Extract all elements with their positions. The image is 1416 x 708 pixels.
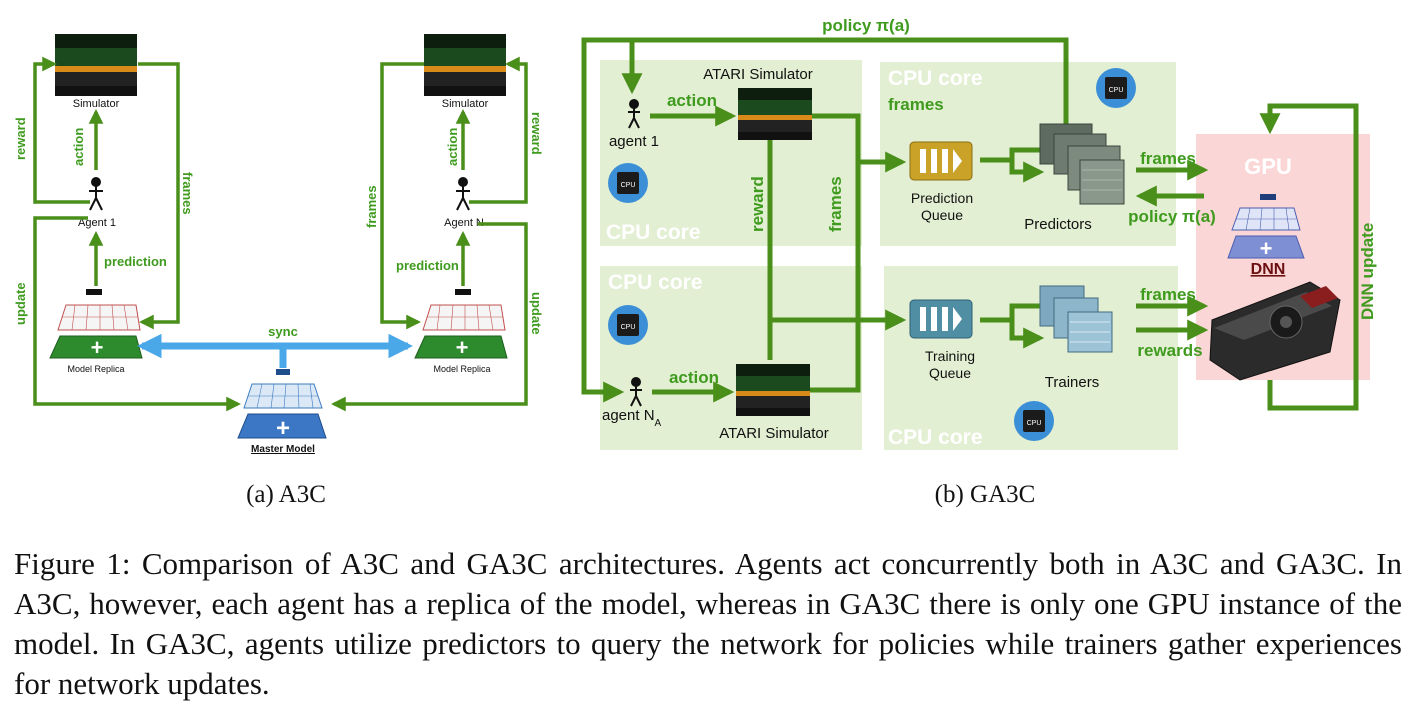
frames-to-gpu-label-1: frames	[1140, 149, 1196, 168]
subcaption-b: (b) GA3C	[935, 481, 1036, 508]
prediction-label-left: prediction	[104, 254, 167, 269]
architecture-figure: Simulator Simulator Agent 1 Agent N	[13, 16, 1377, 508]
dnn-update-label: DNN update	[1358, 223, 1377, 320]
cpu-core-label-2: CPU core	[608, 271, 703, 294]
rewards-label: rewards	[1137, 341, 1202, 360]
frames-label-left: frames	[180, 172, 195, 215]
a3c-panel: Simulator Simulator Agent 1 Agent N	[13, 34, 544, 508]
reward-label-right: reward	[529, 112, 544, 155]
atari-screen-bottom	[736, 364, 810, 416]
policy-back-label: policy π(a)	[1128, 207, 1216, 226]
cpu-chip-icon-4: CPU	[1014, 401, 1054, 441]
agent-n-figure-icon	[456, 177, 470, 211]
dnn-label: DNN	[1251, 261, 1286, 278]
svg-text:+: +	[276, 415, 290, 442]
training-queue-label-2: Queue	[929, 365, 971, 381]
model-replica-left-icon: +	[49, 289, 143, 360]
ga3c-panel: CPU core CPU core CPU core CPU core fram…	[581, 16, 1377, 508]
figure-caption: Figure 1: Comparison of A3C and GA3C arc…	[14, 546, 1402, 701]
agent-1-figure-icon-ga3c	[628, 99, 640, 129]
svg-text:CPU: CPU	[621, 324, 636, 331]
cpu-core-box-2	[600, 266, 862, 450]
master-model-label: Master Model	[251, 444, 315, 455]
sync-arrows	[137, 333, 413, 368]
cpu-chip-icon-1: CPU	[608, 163, 648, 203]
atari-simulator-label-bottom: ATARI Simulator	[719, 425, 828, 442]
predictors-server-icon	[1039, 123, 1125, 205]
action-label-left: action	[71, 128, 86, 166]
a3c-arrows	[33, 56, 528, 412]
atari-simulator-label-top: ATARI Simulator	[703, 66, 812, 83]
simulator-screen-left	[55, 34, 137, 96]
agent-na-label: agent NA	[602, 407, 662, 429]
cpu-core-box-1	[600, 60, 862, 246]
prediction-queue-label-2: Queue	[921, 207, 963, 223]
training-queue-label-1: Training	[925, 348, 975, 364]
frames-to-gpu-label-2: frames	[1140, 285, 1196, 304]
frames-in-core-label: frames	[888, 95, 944, 114]
action-label-top: action	[667, 91, 717, 110]
prediction-queue-label-1: Prediction	[911, 190, 973, 206]
agent-1-label-ga3c: agent 1	[609, 133, 659, 150]
ga3c-arrows	[581, 37, 1359, 411]
update-label-right: update	[529, 292, 544, 335]
svg-text:+: +	[456, 335, 469, 360]
svg-text:CPU: CPU	[621, 182, 636, 189]
subcaption-a: (a) A3C	[246, 481, 326, 508]
model-replica-right-icon: +	[414, 289, 508, 360]
update-label-left: update	[13, 282, 28, 325]
cpu-chip-icon-3: CPU	[1096, 68, 1136, 108]
action-label-bottom: action	[669, 368, 719, 387]
agent-na-figure-icon	[630, 377, 642, 407]
agent-n-label: Agent N	[444, 217, 484, 229]
reward-label-ga3c: reward	[748, 176, 767, 232]
predictors-label: Predictors	[1024, 216, 1092, 233]
simulator-label-left: Simulator	[73, 98, 120, 110]
training-queue-icon	[909, 299, 973, 339]
simulator-label-right: Simulator	[442, 98, 489, 110]
agent-1-label: Agent 1	[78, 217, 116, 229]
graphics-card-icon	[1209, 281, 1341, 381]
trainers-label: Trainers	[1045, 374, 1099, 391]
cpu-core-label-4: CPU core	[888, 426, 983, 449]
prediction-label-right: prediction	[396, 258, 459, 273]
svg-text:+: +	[1260, 236, 1273, 261]
svg-text:+: +	[91, 335, 104, 360]
model-replica-label-left: Model Replica	[67, 364, 124, 374]
policy-label-top: policy π(a)	[822, 16, 910, 35]
prediction-queue-icon	[909, 141, 973, 181]
svg-text:CPU: CPU	[1109, 87, 1124, 94]
cpu-core-label-3: CPU core	[888, 67, 983, 90]
master-model-icon: +	[237, 369, 327, 442]
cpu-core-label-1: CPU core	[606, 221, 701, 244]
atari-screen-top	[738, 88, 812, 140]
dnn-icon: +	[1227, 194, 1305, 261]
cpu-chip-icon-2: CPU	[608, 305, 648, 345]
model-replica-label-right: Model Replica	[433, 364, 490, 374]
gpu-label: GPU	[1244, 154, 1292, 179]
action-label-right: action	[445, 128, 460, 166]
trainers-server-icon	[1039, 285, 1113, 353]
svg-text:CPU: CPU	[1027, 420, 1042, 427]
sync-label: sync	[268, 324, 298, 339]
frames-label-right: frames	[364, 185, 379, 228]
simulator-screen-right	[424, 34, 506, 96]
agent-1-figure-icon	[89, 177, 103, 211]
frames-label-vertical: frames	[826, 176, 845, 232]
reward-label-left: reward	[13, 117, 28, 160]
